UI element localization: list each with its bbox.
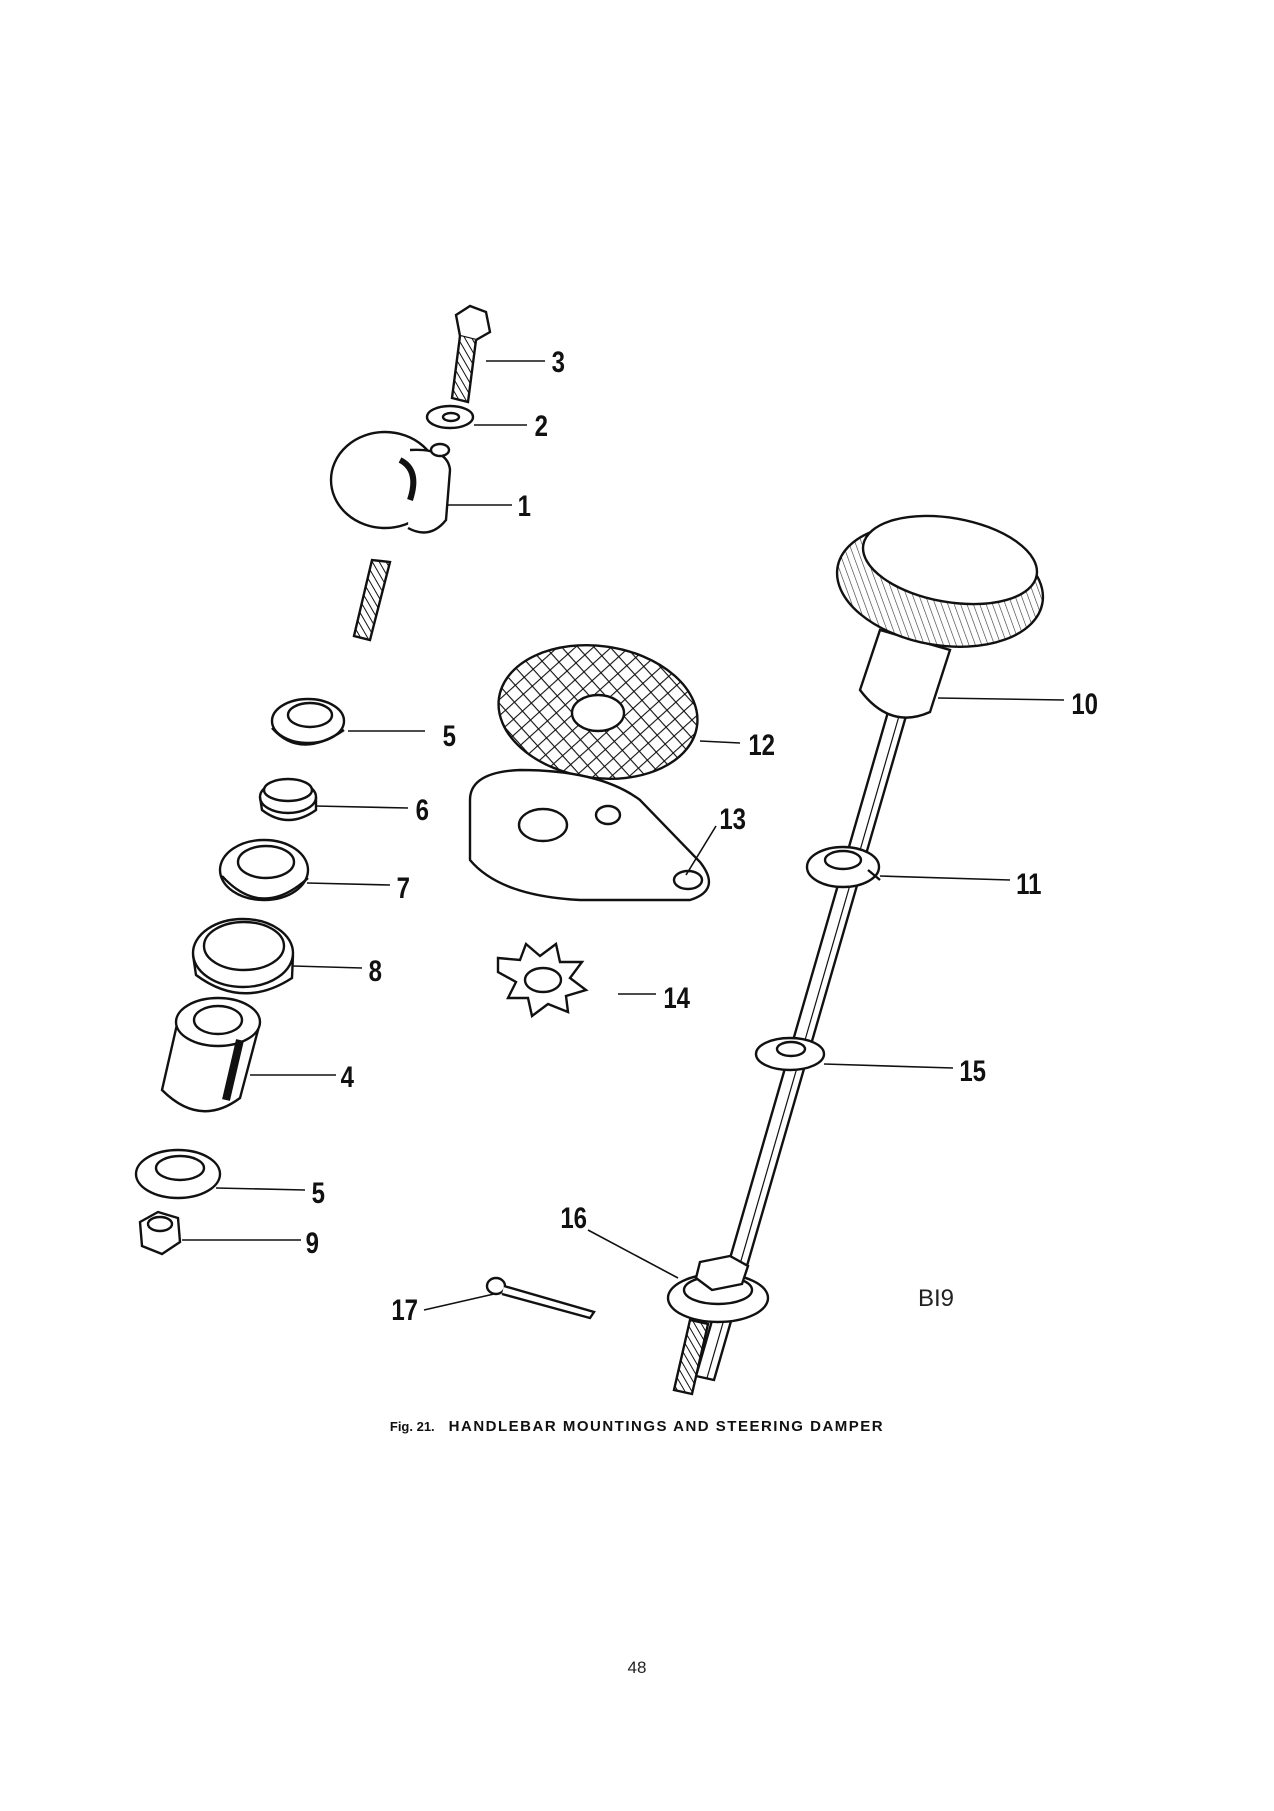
- callout-3: 3: [552, 344, 565, 378]
- leader-lines: [182, 360, 1065, 1311]
- callout-8: 8: [369, 953, 382, 987]
- callout-5a: 5: [443, 718, 456, 752]
- cup-washer-part-5-upper: [270, 697, 346, 746]
- figure-caption: Fig. 21. HANDLEBAR MOUNTINGS AND STEERING…: [0, 1418, 1274, 1435]
- figure-title: HANDLEBAR MOUNTINGS AND STEERING DAMPER: [448, 1418, 885, 1435]
- callout-11: 11: [1016, 866, 1041, 900]
- callout-9: 9: [306, 1225, 319, 1259]
- clamp-part-1: [329, 430, 452, 642]
- page-number: 48: [627, 1658, 647, 1677]
- anchor-plate-part-13: [468, 768, 711, 902]
- split-pin-part-17: [485, 1276, 596, 1320]
- friction-disc-part-12: [497, 643, 699, 781]
- callout-16: 16: [560, 1200, 587, 1234]
- washer-part-2: [425, 404, 475, 430]
- cup-washer-part-5-lower: [134, 1148, 222, 1200]
- figure-number: Fig. 21.: [389, 1419, 435, 1434]
- washer-ring-part-7: [218, 838, 310, 902]
- callout-4: 4: [341, 1059, 354, 1093]
- spring-washer-part-11: [805, 845, 881, 889]
- callout-5b: 5: [312, 1175, 325, 1209]
- callout-6: 6: [416, 792, 429, 826]
- callout-7: 7: [397, 870, 410, 904]
- base-assembly-part-16: [666, 1254, 770, 1396]
- callout-2: 2: [535, 408, 548, 442]
- bolt-part-3: [450, 304, 492, 404]
- figure-reference-code: BI9: [918, 1285, 954, 1312]
- star-washer-part-14: [496, 941, 589, 1019]
- callout-12: 12: [748, 727, 775, 761]
- callout-10: 10: [1071, 686, 1098, 720]
- callout-15: 15: [959, 1053, 986, 1087]
- callout-13: 13: [719, 801, 746, 835]
- callout-1: 1: [518, 488, 531, 522]
- rubber-ring-part-15: [754, 1036, 826, 1072]
- cup-part-8: [191, 917, 295, 995]
- bush-part-4: [160, 996, 262, 1113]
- sleeve-part-6: [258, 777, 318, 822]
- callout-labels: 3 2 1 5 6 7 8 4 5 9 10 11 12 13 14 15 16…: [306, 344, 1098, 1326]
- callout-14: 14: [663, 980, 690, 1014]
- nut-part-9: [138, 1210, 182, 1256]
- callout-17: 17: [391, 1292, 418, 1326]
- damper-knob-part-10: [835, 514, 1045, 719]
